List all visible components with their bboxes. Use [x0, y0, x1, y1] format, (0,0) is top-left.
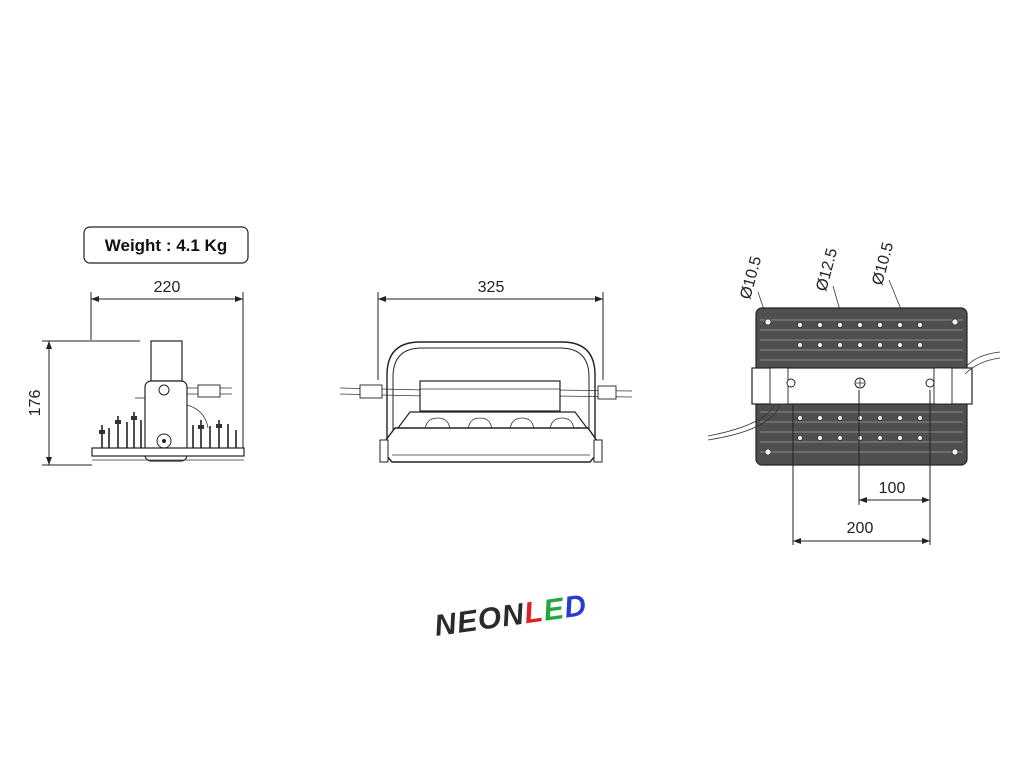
logo-letter-d: D [562, 589, 589, 625]
logo-letter-e: E [541, 592, 566, 628]
back-view: Ø10.5 Ø12.5 Ø10.5 [707, 240, 1001, 545]
front-view-drawing [339, 341, 633, 463]
svg-text:NEONLED: NEONLED [432, 589, 589, 643]
dim-100-label: 100 [879, 480, 906, 497]
back-dim-200: 200 [793, 520, 930, 544]
logo-text-dark: NEON [432, 598, 527, 643]
front-width-dimension: 325 [377, 279, 604, 380]
back-dim-100: 100 [859, 480, 930, 503]
dim-200-label: 200 [847, 520, 874, 537]
side-height-label: 176 [27, 390, 44, 417]
side-width-label: 220 [154, 279, 181, 296]
side-view-drawing [91, 340, 245, 462]
neonled-logo: NEONLED [432, 589, 589, 643]
weight-label: Weight : 4.1 Kg [105, 236, 227, 255]
hole-right-label: Ø10.5 [869, 240, 897, 287]
side-width-dimension: 220 [90, 279, 244, 455]
front-view: 325 [339, 279, 633, 463]
back-view-drawing [707, 307, 1001, 545]
hole-left-label: Ø10.5 [737, 254, 765, 301]
logo-letter-l: L [522, 595, 546, 630]
weight-box: Weight : 4.1 Kg [83, 226, 249, 264]
side-height-dimension: 176 [27, 340, 140, 466]
front-width-label: 325 [478, 279, 505, 296]
hole-center-label: Ø12.5 [813, 246, 841, 293]
side-view: 220 176 [27, 279, 245, 466]
